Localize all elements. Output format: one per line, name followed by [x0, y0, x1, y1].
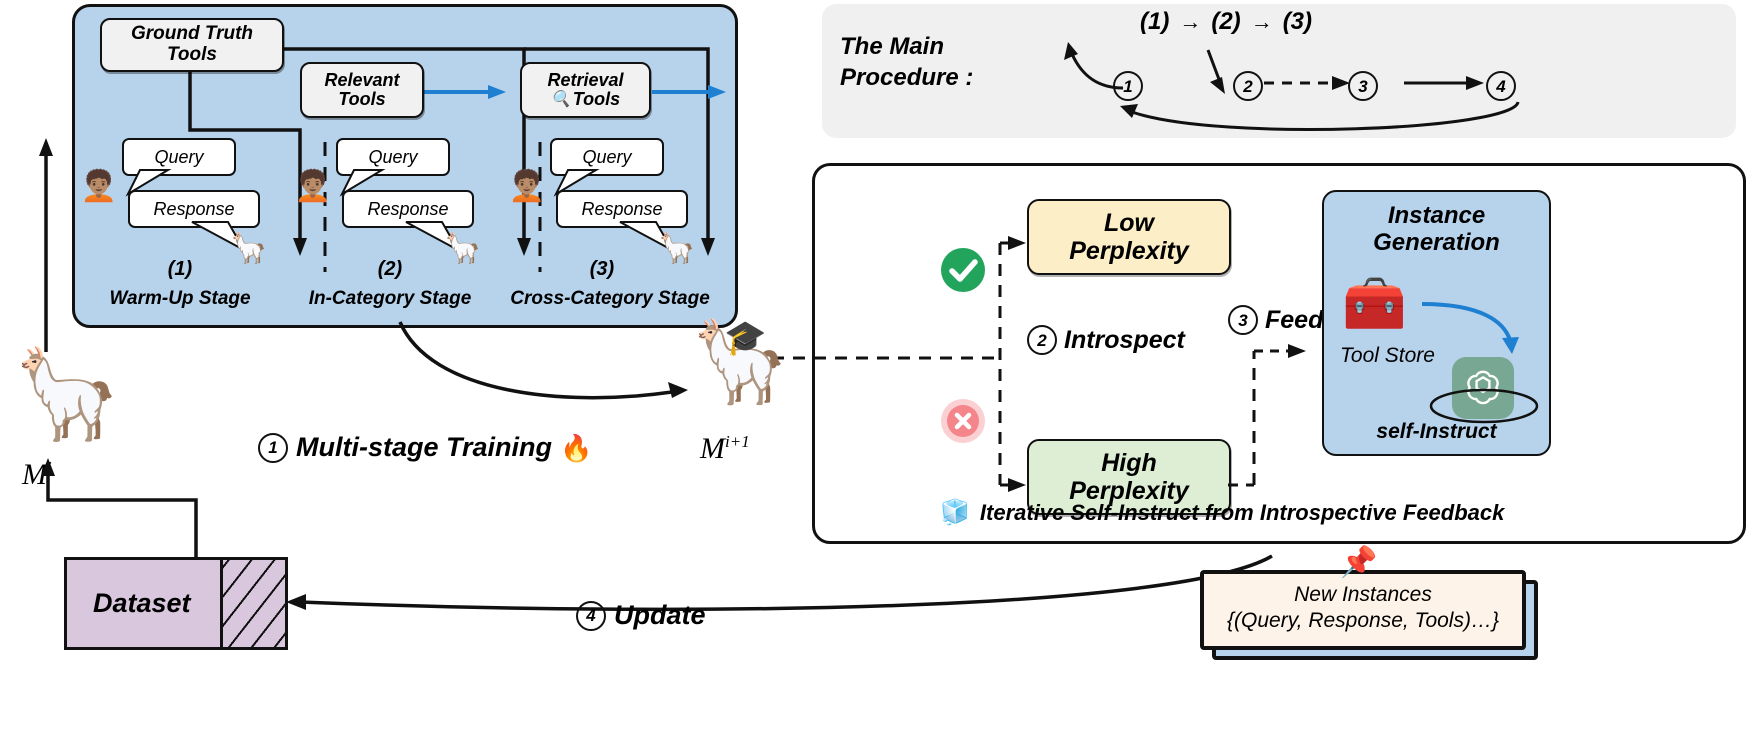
new-instances-line1: New Instances — [1294, 583, 1432, 606]
new-instances-note: New Instances {(Query, Response, Tools)…… — [1200, 570, 1526, 650]
response-bubble-tail-3 — [619, 221, 675, 253]
retrieval-tools-label-line2: Tools — [572, 89, 621, 109]
stage-number-3: (3) — [589, 258, 615, 280]
relevant-tools-box: Relevant Tools — [300, 62, 424, 118]
stage-name-2: In-Category Stage — [308, 288, 472, 309]
multi-stage-training-step: 1 Multi-stage Training 🔥 — [258, 432, 592, 463]
query-bubble-tail-1 — [125, 169, 172, 197]
dataset-hatch-pattern — [220, 560, 285, 647]
llama-icon-2: 🦙 — [444, 232, 482, 265]
high-perplexity-box: High Perplexity — [1027, 439, 1231, 515]
llama-model-in-icon: 🦙 — [12, 344, 122, 443]
training-panel-connectors — [188, 47, 726, 272]
feedback-dashed-routing — [772, 236, 1306, 492]
response-label-2: Response — [367, 198, 449, 219]
low-perplexity-box: Low Perplexity — [1027, 199, 1231, 275]
procedure-step-2: 2 — [1233, 71, 1263, 101]
stage-number-1: (1) — [167, 258, 193, 280]
self-instruct-label: self-Instruct — [1376, 420, 1497, 443]
update-step-label: Update — [614, 600, 706, 630]
high-perplexity-label: High Perplexity — [1069, 449, 1189, 505]
training-step-label: Multi-stage Training — [296, 432, 553, 462]
model-out-superscript: i+1 — [725, 432, 750, 451]
low-perplexity-label: Low Perplexity — [1069, 209, 1189, 265]
cross-circle-icon — [941, 399, 985, 443]
query-bubble-tail-3 — [553, 169, 600, 197]
graduation-cap-icon: 🎓 — [724, 319, 767, 357]
toolbox-icon: 🧰 — [1342, 275, 1407, 333]
feedback-caption-text: Iterative Self-Instruct from Introspecti… — [979, 500, 1505, 525]
sequence-item-2: (3) — [1282, 8, 1313, 35]
blue-cubes-icon: 🧊 — [940, 499, 970, 526]
update-step-number: 4 — [576, 600, 606, 631]
ground-truth-tools-label: Ground Truth Tools — [130, 23, 254, 65]
feedback-panel-caption: 🧊 Iterative Self-Instruct from Introspec… — [940, 500, 1504, 526]
pushpin-icon: 📌 — [1340, 546, 1378, 579]
procedure-step-3: 3 — [1348, 71, 1378, 101]
stage-number-2: (2) — [377, 258, 403, 280]
query-bubble-tail-2 — [339, 169, 386, 197]
self-instruct-loop — [1429, 388, 1539, 424]
sequence-arrow-1: → — [1250, 9, 1273, 34]
llama-icon-1: 🦙 — [230, 232, 268, 265]
ground-truth-tools-box: Ground Truth Tools — [100, 18, 284, 72]
feedback-step-number: 3 — [1228, 305, 1258, 335]
check-circle-icon — [941, 248, 985, 292]
user-avatar-2: 🧑🏽‍🦱 — [294, 170, 332, 203]
search-tools-icon: 🔍 — [550, 90, 571, 108]
stage-name-1: Warm-Up Stage — [109, 288, 251, 309]
main-procedure-label: The Main Procedure : — [840, 33, 974, 91]
response-bubble-tail-2 — [405, 221, 461, 253]
response-bubble-tail-1 — [191, 221, 247, 253]
instance-generation-box: Instance Generation 🧰 Tool Store self-In… — [1322, 190, 1551, 456]
query-label-1: Query — [154, 146, 204, 167]
update-step: 4 Update — [576, 600, 706, 631]
relevant-tools-label: Relevant Tools — [324, 69, 400, 109]
training-step-number: 1 — [258, 432, 288, 463]
openai-glyph — [1467, 370, 1499, 405]
retrieval-tools-box: Retrieval 🔍 Tools — [520, 62, 651, 118]
response-bubble-3: Response — [556, 190, 688, 228]
stage-name-3: Cross-Category Stage — [510, 288, 710, 309]
model-out-symbol: M — [700, 432, 725, 465]
dataset-label: Dataset — [93, 588, 191, 618]
introspect-step: 2 Introspect — [1027, 325, 1185, 355]
model-out-label: Mi+1 — [700, 432, 750, 466]
llama-icon-3: 🦙 — [658, 232, 696, 265]
procedure-step-4: 4 — [1486, 71, 1516, 101]
instance-generation-title: Instance Generation — [1373, 202, 1500, 257]
procedure-sequence: (1) → (2) → (3) — [1140, 8, 1312, 36]
query-label-3: Query — [582, 146, 632, 167]
query-label-2: Query — [368, 146, 418, 167]
introspect-step-label: Introspect — [1064, 325, 1185, 354]
llama-model-out-icon: 🦙 — [690, 317, 790, 406]
iterative-self-instruct-panel — [812, 163, 1746, 544]
query-bubble-2: Query — [336, 138, 450, 176]
dataset-box: Dataset — [64, 557, 288, 650]
sequence-item-0: (1) — [1140, 8, 1170, 35]
user-avatar-1: 🧑🏽‍🦱 — [80, 170, 118, 203]
new-instances-line2: {(Query, Response, Tools)…} — [1227, 608, 1499, 632]
sequence-item-1: (2) — [1211, 8, 1241, 35]
fire-icon: 🔥 — [560, 432, 593, 463]
openai-icon — [1452, 357, 1514, 419]
user-avatar-3: 🧑🏽‍🦱 — [508, 170, 546, 203]
tool-store-label: Tool Store — [1340, 344, 1435, 367]
sequence-arrow-0: → — [1179, 9, 1202, 34]
response-label-1: Response — [153, 198, 235, 219]
retrieval-tools-label-line1: Retrieval — [547, 69, 624, 90]
tool-store-to-self-instruct-arrow — [1421, 302, 1519, 354]
response-label-3: Response — [581, 198, 663, 219]
main-procedure-panel — [822, 4, 1736, 138]
introspect-step-number: 2 — [1027, 325, 1057, 355]
procedure-arrows — [1064, 42, 1520, 131]
